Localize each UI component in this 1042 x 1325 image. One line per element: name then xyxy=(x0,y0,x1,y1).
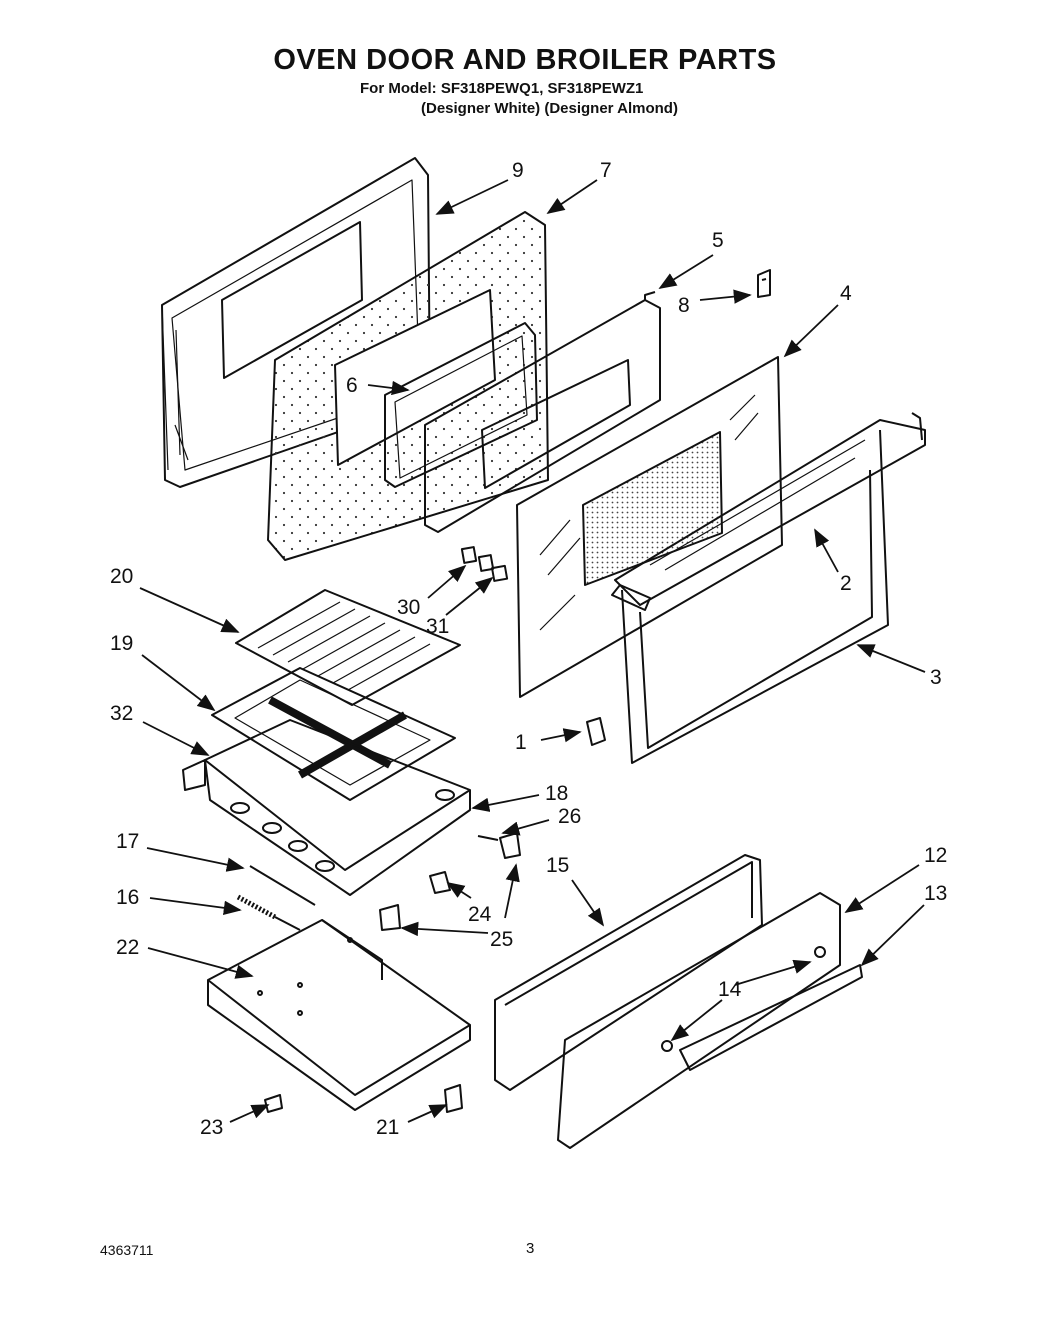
callout-23: 23 xyxy=(200,1116,223,1139)
part-outer-glass xyxy=(516,356,783,698)
page-title: OVEN DOOR AND BROILER PARTS xyxy=(273,44,777,76)
callout-7: 7 xyxy=(600,159,612,182)
part-small-hardware xyxy=(379,832,521,931)
callout-3: 3 xyxy=(930,666,942,689)
callout-4: 4 xyxy=(840,282,852,305)
document-number: 4363711 xyxy=(100,1242,154,1258)
callout-21: 21 xyxy=(376,1116,399,1139)
callout-19: 19 xyxy=(110,632,133,655)
callout-30: 30 xyxy=(397,596,420,619)
part-door-gasket xyxy=(384,322,538,488)
callout-15: 15 xyxy=(546,854,569,877)
callout-8: 8 xyxy=(678,294,690,317)
callout-5: 5 xyxy=(712,229,724,252)
part-drawer-bottom xyxy=(207,919,471,1111)
part-drawer-liner xyxy=(494,854,763,1091)
part-insulation xyxy=(267,211,549,561)
callout-18: 18 xyxy=(545,782,568,805)
callout-17: 17 xyxy=(116,830,139,853)
callout-16: 16 xyxy=(116,886,139,909)
part-door-clip xyxy=(586,717,606,746)
callout-12: 12 xyxy=(924,844,947,867)
part-bracket xyxy=(757,269,771,298)
part-broiler-grid xyxy=(235,589,461,706)
finish-line: (Designer White) (Designer Almond) xyxy=(421,100,678,117)
callout-13: 13 xyxy=(924,882,947,905)
callout-24: 24 xyxy=(468,903,492,926)
callout-2: 2 xyxy=(840,572,852,595)
part-spring-and-rod xyxy=(236,865,316,931)
callout-26: 26 xyxy=(558,805,581,828)
page-number: 3 xyxy=(526,1240,535,1257)
callout-31: 31 xyxy=(426,615,449,638)
callout-9: 9 xyxy=(512,159,524,182)
part-broiler-pan xyxy=(182,719,471,896)
callout-6: 6 xyxy=(346,374,358,397)
callout-14: 14 xyxy=(718,978,742,1001)
callout-22: 22 xyxy=(116,936,139,959)
part-broiler-pan-insert xyxy=(211,667,456,801)
callout-20: 20 xyxy=(110,565,133,588)
part-drawer-front xyxy=(557,892,863,1149)
part-clips xyxy=(460,546,509,582)
callout-25: 25 xyxy=(490,928,513,951)
callout-1: 1 xyxy=(515,731,527,754)
callout-labels: 9 7 5 8 4 6 2 20 30 31 19 3 32 1 18 26 1… xyxy=(110,159,947,1139)
callout-32: 32 xyxy=(110,702,133,725)
part-door-frame xyxy=(611,412,926,764)
model-line: For Model: SF318PEWQ1, SF318PEWZ1 xyxy=(360,80,644,97)
part-inner-door-panel xyxy=(424,291,661,533)
